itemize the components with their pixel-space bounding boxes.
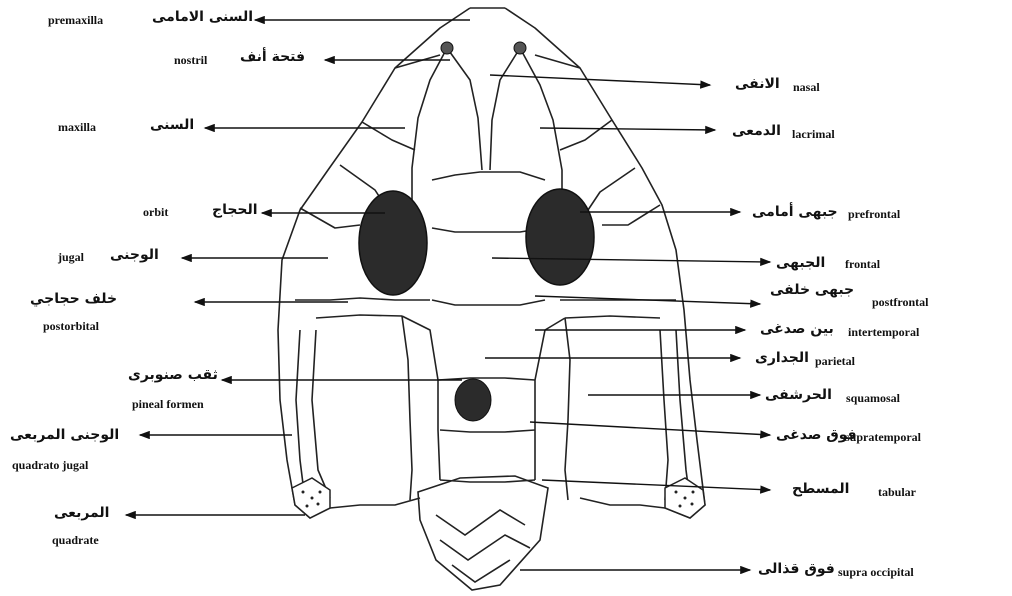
supra-occipital-bone [418, 476, 548, 590]
label-pineal: pineal formen [132, 398, 204, 410]
label-premaxilla: premaxilla [48, 14, 103, 26]
label-maxilla: maxilla [58, 121, 96, 133]
label-postorbital-ar: خلف حجاجي [30, 292, 117, 306]
label-quadrato-jugal: quadrato jugal [12, 459, 88, 471]
label-postfrontal-ar: جبهى خلفى [770, 283, 854, 297]
skull-outline [278, 8, 705, 518]
left-orbit [359, 191, 427, 295]
label-nasal-ar: الانفى [735, 77, 780, 91]
label-squamosal: squamosal [846, 392, 900, 404]
label-supratemporal: supratemporal [845, 431, 921, 443]
label-postfrontal: postfrontal [872, 296, 928, 308]
label-lacrimal: lacrimal [792, 128, 835, 140]
label-supra-occipital-ar: فوق قذالى [758, 562, 835, 576]
right-orbit [526, 189, 594, 285]
label-quadrate: quadrate [52, 534, 99, 546]
label-nasal: nasal [793, 81, 820, 93]
label-parietal-ar: الجدارى [755, 351, 809, 365]
label-frontal-ar: الجبهى [776, 256, 825, 270]
label-jugal-ar: الوجنى [110, 248, 159, 262]
label-tabular: tabular [878, 486, 916, 498]
label-orbit-ar: الحجاج [212, 203, 258, 217]
label-tabular-ar: المسطح [792, 482, 849, 496]
left-nostril [441, 42, 453, 54]
label-postorbital: postorbital [43, 320, 99, 332]
label-squamosal-ar: الحرشفى [765, 388, 832, 402]
label-jugal: jugal [58, 251, 84, 263]
label-quadrate-ar: المربعى [54, 506, 109, 520]
label-maxilla-ar: السنى [150, 118, 194, 132]
label-parietal: parietal [815, 355, 855, 367]
right-nostril [514, 42, 526, 54]
label-orbit: orbit [143, 206, 168, 218]
label-quadrato-jugal-ar: الوجنى المربعى [10, 428, 119, 442]
label-prefrontal-ar: جبهى أمامى [752, 205, 838, 219]
label-intertemporal-ar: بين صدغى [760, 322, 834, 336]
label-premaxilla-ar: السنى الامامى [152, 10, 253, 24]
label-supra-occipital: supra occipital [838, 566, 914, 578]
pineal-foramen [455, 379, 491, 421]
label-lacrimal-ar: الدمعى [732, 124, 781, 138]
label-pineal-ar: ثقب صنوبرى [128, 368, 218, 382]
label-nostril: nostril [174, 54, 207, 66]
label-nostril-ar: فتحة أنف [240, 50, 305, 64]
label-intertemporal: intertemporal [848, 326, 919, 338]
label-prefrontal: prefrontal [848, 208, 900, 220]
label-frontal: frontal [845, 258, 880, 270]
